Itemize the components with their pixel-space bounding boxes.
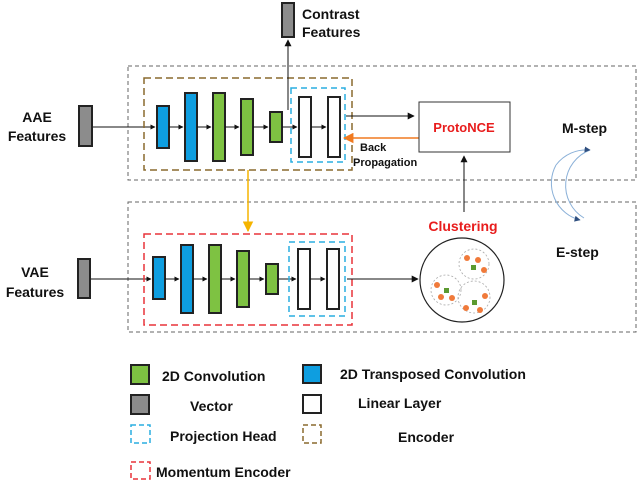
cluster-point [463, 305, 469, 311]
cluster-group-2 [457, 280, 491, 314]
legend-transposed-swatch [302, 364, 322, 384]
bottom-conv-3 [265, 263, 279, 295]
bottom-transposed-conv-1 [152, 256, 166, 300]
top-linear-1 [298, 96, 312, 158]
contrast-label-line2: Features [302, 24, 361, 40]
aae-vector-block [78, 105, 93, 147]
top-branch-panel [127, 65, 637, 181]
cluster-centroid [472, 300, 477, 305]
vae-label-line1: VAE [21, 264, 49, 280]
m-step-label: M-step [562, 120, 607, 136]
bottom-branch-panel [127, 201, 637, 333]
top-conv-2 [240, 98, 254, 156]
legend-encoder-label: Encoder [398, 429, 455, 445]
cluster-point [481, 267, 487, 273]
legend-momentum-label: Momentum Encoder [156, 464, 291, 480]
aae-label-line1: AAE [22, 109, 52, 125]
cluster-centroid [444, 288, 449, 293]
protonce-label: ProtoNCE [433, 120, 495, 135]
cluster-group-3 [458, 248, 490, 280]
legend-linear-label: Linear Layer [358, 395, 442, 411]
e-step-label: E-step [556, 244, 599, 260]
legend-vector-label: Vector [190, 398, 233, 414]
top-transposed-conv-1 [156, 105, 170, 149]
encoder-box [143, 77, 353, 171]
legend-transposed-label: 2D Transposed Convolution [340, 366, 526, 382]
legend-vector-swatch [130, 394, 150, 415]
legend-momentum-swatch [130, 461, 151, 480]
legend: 2D Convolution 2D Transposed Convolution… [130, 364, 526, 480]
top-transposed-conv-2 [184, 92, 198, 162]
top-conv-1 [212, 92, 226, 162]
cluster-point [464, 255, 470, 261]
top-linear-2 [327, 96, 341, 158]
cluster-outer-circle [419, 237, 505, 323]
legend-projection-swatch [130, 424, 151, 444]
em-cycle-arc-left [550, 164, 581, 222]
backprop-label-line2: Propagation [353, 157, 417, 169]
bottom-transposed-conv-2 [180, 244, 194, 314]
cluster-centroid [471, 265, 476, 270]
contrast-vector-block [281, 2, 295, 38]
cluster-point [449, 295, 455, 301]
bottom-linear-2 [326, 248, 340, 310]
backprop-label-line1: Back [360, 142, 387, 154]
bottom-conv-1 [208, 244, 222, 314]
cluster-point [477, 307, 483, 313]
protonce-box [418, 101, 511, 153]
contrast-label-line1: Contrast [302, 6, 360, 22]
legend-encoder-swatch [302, 424, 322, 444]
clustering-label: Clustering [428, 218, 497, 234]
cluster-point [434, 282, 440, 288]
legend-projection-label: Projection Head [170, 428, 277, 444]
top-conv-3 [269, 111, 283, 143]
aae-label-line2: Features [8, 128, 67, 144]
legend-linear-swatch [302, 394, 322, 414]
bottom-projection-head [288, 241, 346, 317]
cluster-group-1 [430, 274, 462, 306]
vae-vector-block [77, 258, 91, 299]
cluster-point [475, 257, 481, 263]
em-cycle-arc-top [555, 146, 591, 166]
vae-label-line2: Features [6, 284, 65, 300]
top-projection-head [290, 87, 346, 163]
cluster-visual [419, 237, 505, 323]
cluster-point [438, 294, 444, 300]
cluster-point [482, 293, 488, 299]
em-cycle-arc [565, 149, 591, 219]
bottom-conv-2 [236, 250, 250, 308]
bottom-linear-1 [297, 248, 311, 310]
legend-conv2d-swatch [130, 364, 150, 385]
legend-conv2d-label: 2D Convolution [162, 368, 265, 384]
